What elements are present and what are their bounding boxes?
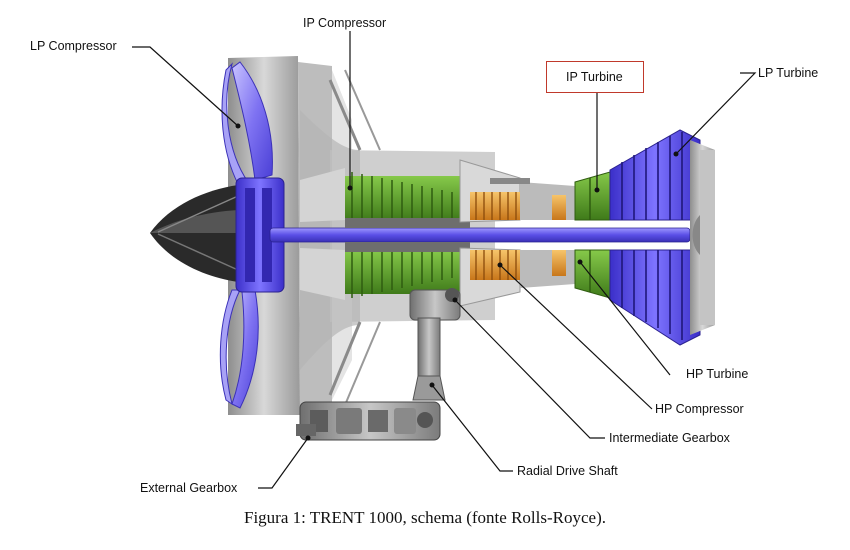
label-intermediate-gearbox: Intermediate Gearbox <box>609 431 730 445</box>
exhaust-casing <box>700 150 715 325</box>
leader-lp-turbine <box>675 72 757 155</box>
lp-shaft <box>269 227 691 243</box>
label-hp-compressor: HP Compressor <box>655 402 744 416</box>
label-ip-turbine: IP Turbine <box>566 70 623 84</box>
ip-turbine-highlight-box <box>546 61 644 93</box>
leader-intermediate-gearbox <box>454 299 605 439</box>
label-lp-turbine: LP Turbine <box>758 66 819 80</box>
ip-turbine-stage <box>574 171 611 299</box>
figure-caption: Figura 1: TRENT 1000, schema (fonte Roll… <box>244 508 606 527</box>
lp-compressor-fan <box>219 61 285 409</box>
label-ip-compressor: IP Compressor <box>303 16 387 30</box>
hp-compressor-stages <box>470 192 520 280</box>
leader-hp-turbine <box>579 261 671 376</box>
hp-turbine-stage <box>552 195 566 276</box>
nose-cone <box>150 185 239 282</box>
leader-hp-compressor <box>499 264 653 410</box>
ip-compressor-stages <box>300 168 470 300</box>
label-radial-drive-shaft: Radial Drive Shaft <box>517 464 618 478</box>
label-external-gearbox: External Gearbox <box>140 481 238 495</box>
leader-lp-compressor <box>132 46 239 127</box>
leader-lines <box>132 31 757 489</box>
external-gearbox <box>296 401 441 441</box>
label-hp-turbine: HP Turbine <box>686 367 749 381</box>
radial-drive-shaft <box>409 288 461 401</box>
leader-external-gearbox <box>258 437 309 489</box>
label-lp-compressor: LP Compressor <box>30 39 117 53</box>
leader-radial-drive-shaft <box>431 384 513 472</box>
